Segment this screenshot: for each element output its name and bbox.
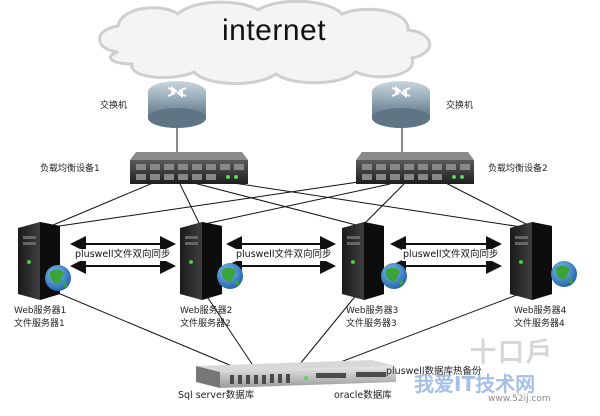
sync-arrows — [70, 236, 502, 274]
switch-label: 交换机 — [446, 101, 474, 111]
file-server-label: 文件服务器4 — [514, 319, 565, 329]
file-sync-label: pluswell文件双向同步 — [235, 249, 333, 261]
router-icon — [148, 81, 206, 128]
database-rack-icon — [196, 360, 396, 388]
file-server-label: 文件服务器2 — [180, 319, 231, 329]
sql-server-db-label: Sql server数据库 — [178, 390, 255, 401]
load-balancer-icon — [130, 152, 248, 184]
web-server-label: Web服务器1 — [14, 306, 67, 316]
load-balancer-icon — [356, 152, 474, 184]
web-server-label: Web服务器2 — [180, 306, 233, 316]
web-server-label: Web服务器4 — [514, 306, 567, 316]
watermark-brand: 我爱IT技术网 — [414, 372, 536, 396]
web-server-label: Web服务器3 — [346, 306, 399, 316]
internet-cloud — [98, 0, 432, 85]
globe-icon — [45, 265, 71, 291]
oracle-db-label: oracle数据库 — [334, 390, 392, 401]
router-icon — [372, 81, 430, 128]
internet-label: internet — [222, 14, 327, 47]
load-balancer-label: 负载均衡设备1 — [40, 164, 100, 174]
load-balancer-label: 负载均衡设备2 — [488, 164, 548, 174]
server-tower-icon — [180, 222, 222, 300]
file-sync-label: pluswell文件双向同步 — [402, 249, 500, 261]
watermark-logo: 十口戶 — [470, 338, 555, 368]
links — [45, 118, 531, 367]
file-sync-label: pluswell文件双向同步 — [74, 249, 172, 261]
globe-icon — [551, 261, 577, 287]
globe-icon — [217, 263, 243, 289]
file-server-label: 文件服务器1 — [14, 319, 65, 329]
server-tower-icon — [342, 222, 384, 300]
server-tower-icon — [510, 222, 552, 300]
watermark-domain: www.52ij.com — [488, 394, 551, 404]
switch-label: 交换机 — [100, 101, 128, 111]
globe-icon — [381, 263, 407, 289]
db-sync-label: pluswell数据库热备份 — [386, 366, 482, 377]
file-server-label: 文件服务器3 — [346, 319, 397, 329]
